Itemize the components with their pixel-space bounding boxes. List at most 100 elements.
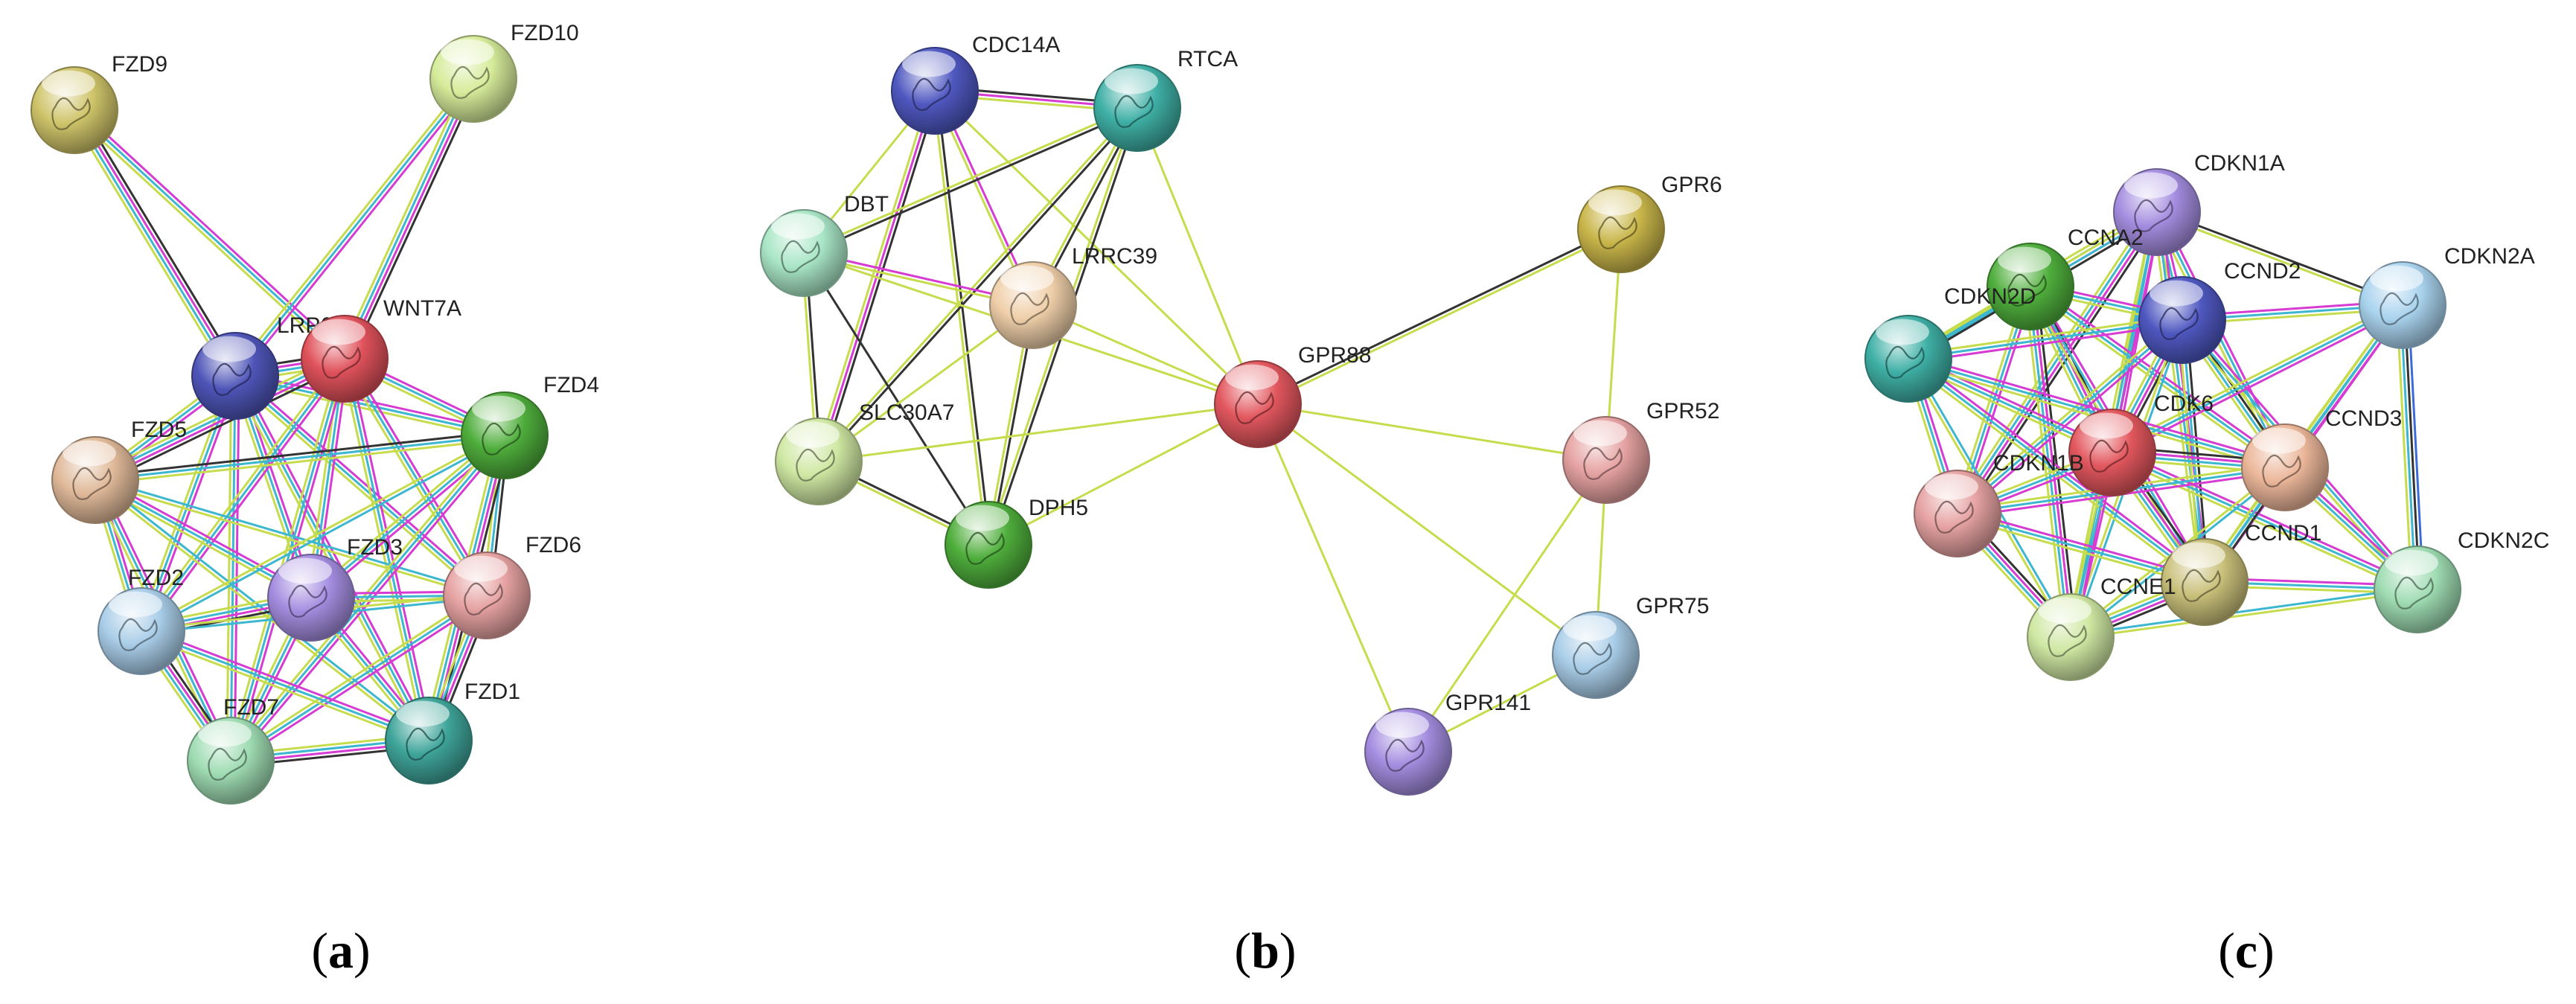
node-gpr141[interactable]: GPR141: [1364, 691, 1531, 796]
node-highlight: [2370, 265, 2423, 292]
edge-line-neighborhood: [2407, 304, 2425, 591]
edge-line-experiments: [347, 356, 434, 741]
node-gpr88[interactable]: GPR88: [1214, 343, 1371, 448]
node-fzd2[interactable]: FZD2: [98, 566, 185, 675]
node-highlight: [2124, 172, 2178, 199]
node-cdkn2a[interactable]: CDKN2A: [2359, 244, 2535, 349]
edge-line-text_mining: [1256, 403, 1597, 656]
edge-line-databases: [229, 374, 237, 762]
edge-line-coexpression: [2185, 319, 2210, 583]
edge-line-text_mining: [802, 105, 1138, 253]
node-label: GPR75: [1636, 594, 1709, 618]
node-fzd9[interactable]: FZD9: [31, 52, 167, 154]
node-ccne1[interactable]: CCNE1: [2027, 575, 2176, 681]
edge-line-text_mining: [1257, 229, 1623, 407]
edge-line-experiments: [345, 78, 476, 361]
node-fzd6[interactable]: FZD6: [443, 533, 581, 639]
node-dph5[interactable]: DPH5: [945, 496, 1088, 589]
edge-line-text_mining: [137, 355, 343, 630]
node-highlight: [1876, 319, 1929, 345]
node-fzd5[interactable]: FZD5: [51, 418, 187, 524]
edge-line-databases: [140, 630, 430, 742]
node-fzd3[interactable]: FZD3: [267, 535, 403, 642]
edge-line-text_mining: [231, 377, 486, 600]
node-label: CCND3: [2325, 406, 2402, 431]
edge-line-text_mining: [226, 374, 233, 762]
node-label: FZD10: [511, 21, 579, 45]
edge-line-experiments: [141, 626, 432, 738]
protein-structure-icon: [2394, 576, 2434, 610]
node-label: CCNE1: [2100, 575, 2176, 599]
node-cdkn1a[interactable]: CDKN1A: [2113, 151, 2285, 256]
edge-line-coexpression: [96, 362, 348, 487]
node-gpr6[interactable]: GPR6: [1577, 173, 1722, 273]
protein-structure-icon: [1385, 738, 1425, 772]
edge-line-databases: [73, 109, 346, 360]
edge-line-coexpression: [819, 108, 1140, 464]
protein-structure-icon: [781, 240, 820, 273]
edge-line-experiments: [237, 80, 478, 380]
node-fzd10[interactable]: FZD10: [429, 21, 579, 123]
node-ccnd1[interactable]: CCND1: [2161, 521, 2321, 626]
node-cdc14a[interactable]: CDC14A: [891, 33, 1060, 135]
node-ccna2[interactable]: CCNA2: [1987, 226, 2144, 330]
edge-line-databases: [95, 477, 489, 595]
edge-line-coexpression: [348, 80, 480, 362]
edge-line-databases: [1955, 210, 2157, 514]
node-cdkn1b[interactable]: CDKN1B: [1914, 451, 2084, 557]
edge-line-text_mining: [1905, 360, 2204, 586]
edge-line-text_mining: [1256, 403, 1410, 753]
edge-line-text_mining: [92, 480, 429, 744]
edge-RTCA-DBT: [802, 105, 1140, 256]
node-slc30a7[interactable]: SLC30A7: [775, 400, 954, 505]
node-ccnd2[interactable]: CCND2: [2138, 259, 2301, 364]
node-fzd7[interactable]: FZD7: [187, 695, 279, 805]
node-wnt7a[interactable]: WNT7A: [301, 296, 461, 403]
edge-line-coexpression: [803, 108, 1140, 256]
node-dbt[interactable]: DBT: [760, 192, 889, 297]
node-gpr52[interactable]: GPR52: [1562, 399, 1719, 504]
node-label: WNT7A: [383, 296, 461, 321]
edge-line-experiments: [74, 108, 238, 377]
edge-line-experiments: [817, 89, 936, 463]
edge-line-databases: [234, 77, 475, 377]
edge-line-databases: [71, 109, 235, 378]
node-label: GPR52: [1646, 399, 1719, 423]
protein-structure-icon: [2089, 439, 2129, 473]
node-highlight: [771, 213, 825, 240]
node-fzd4[interactable]: FZD4: [461, 373, 599, 479]
protein-structure-icon: [1934, 500, 1974, 534]
node-highlight: [1925, 473, 1978, 500]
edge-line-text_mining: [1407, 458, 1608, 753]
edge-line-text_mining: [136, 373, 233, 631]
edge-line-databases: [234, 374, 506, 437]
node-lrrc39[interactable]: LRRC39: [989, 244, 1157, 349]
node-highlight: [1105, 68, 1158, 95]
protein-structure-icon: [2134, 199, 2173, 232]
edge-line-coexpression: [93, 430, 505, 478]
node-cdkn2c[interactable]: CDKN2C: [2374, 528, 2549, 633]
protein-structure-icon: [1114, 95, 1154, 128]
edge-CCND2-CDKN2D: [1906, 315, 2185, 364]
node-cdkn2d[interactable]: CDKN2D: [1864, 284, 2036, 403]
edge-line-coexpression: [821, 91, 940, 464]
node-ccnd3[interactable]: CCND3: [2241, 406, 2402, 511]
edge-RTCA-GPR88: [1136, 106, 1259, 406]
node-cdk6[interactable]: CDK6: [2068, 391, 2214, 496]
node-highlight: [472, 395, 525, 422]
protein-structure-icon: [1573, 642, 1612, 675]
edge-line-text_mining: [227, 591, 486, 759]
edge-SLC30A7-GPR88: [817, 403, 1259, 463]
node-rtca[interactable]: RTCA: [1093, 47, 1238, 152]
node-highlight: [202, 336, 256, 362]
node-lrp6[interactable]: LRP6: [191, 313, 333, 420]
node-gpr75[interactable]: GPR75: [1552, 594, 1709, 699]
node-label: FZD2: [128, 566, 184, 590]
protein-structure-icon: [406, 727, 445, 761]
node-fzd1[interactable]: FZD1: [385, 680, 520, 784]
node-highlight: [42, 70, 95, 97]
node-highlight: [2385, 549, 2438, 576]
protein-structure-icon: [912, 77, 951, 111]
